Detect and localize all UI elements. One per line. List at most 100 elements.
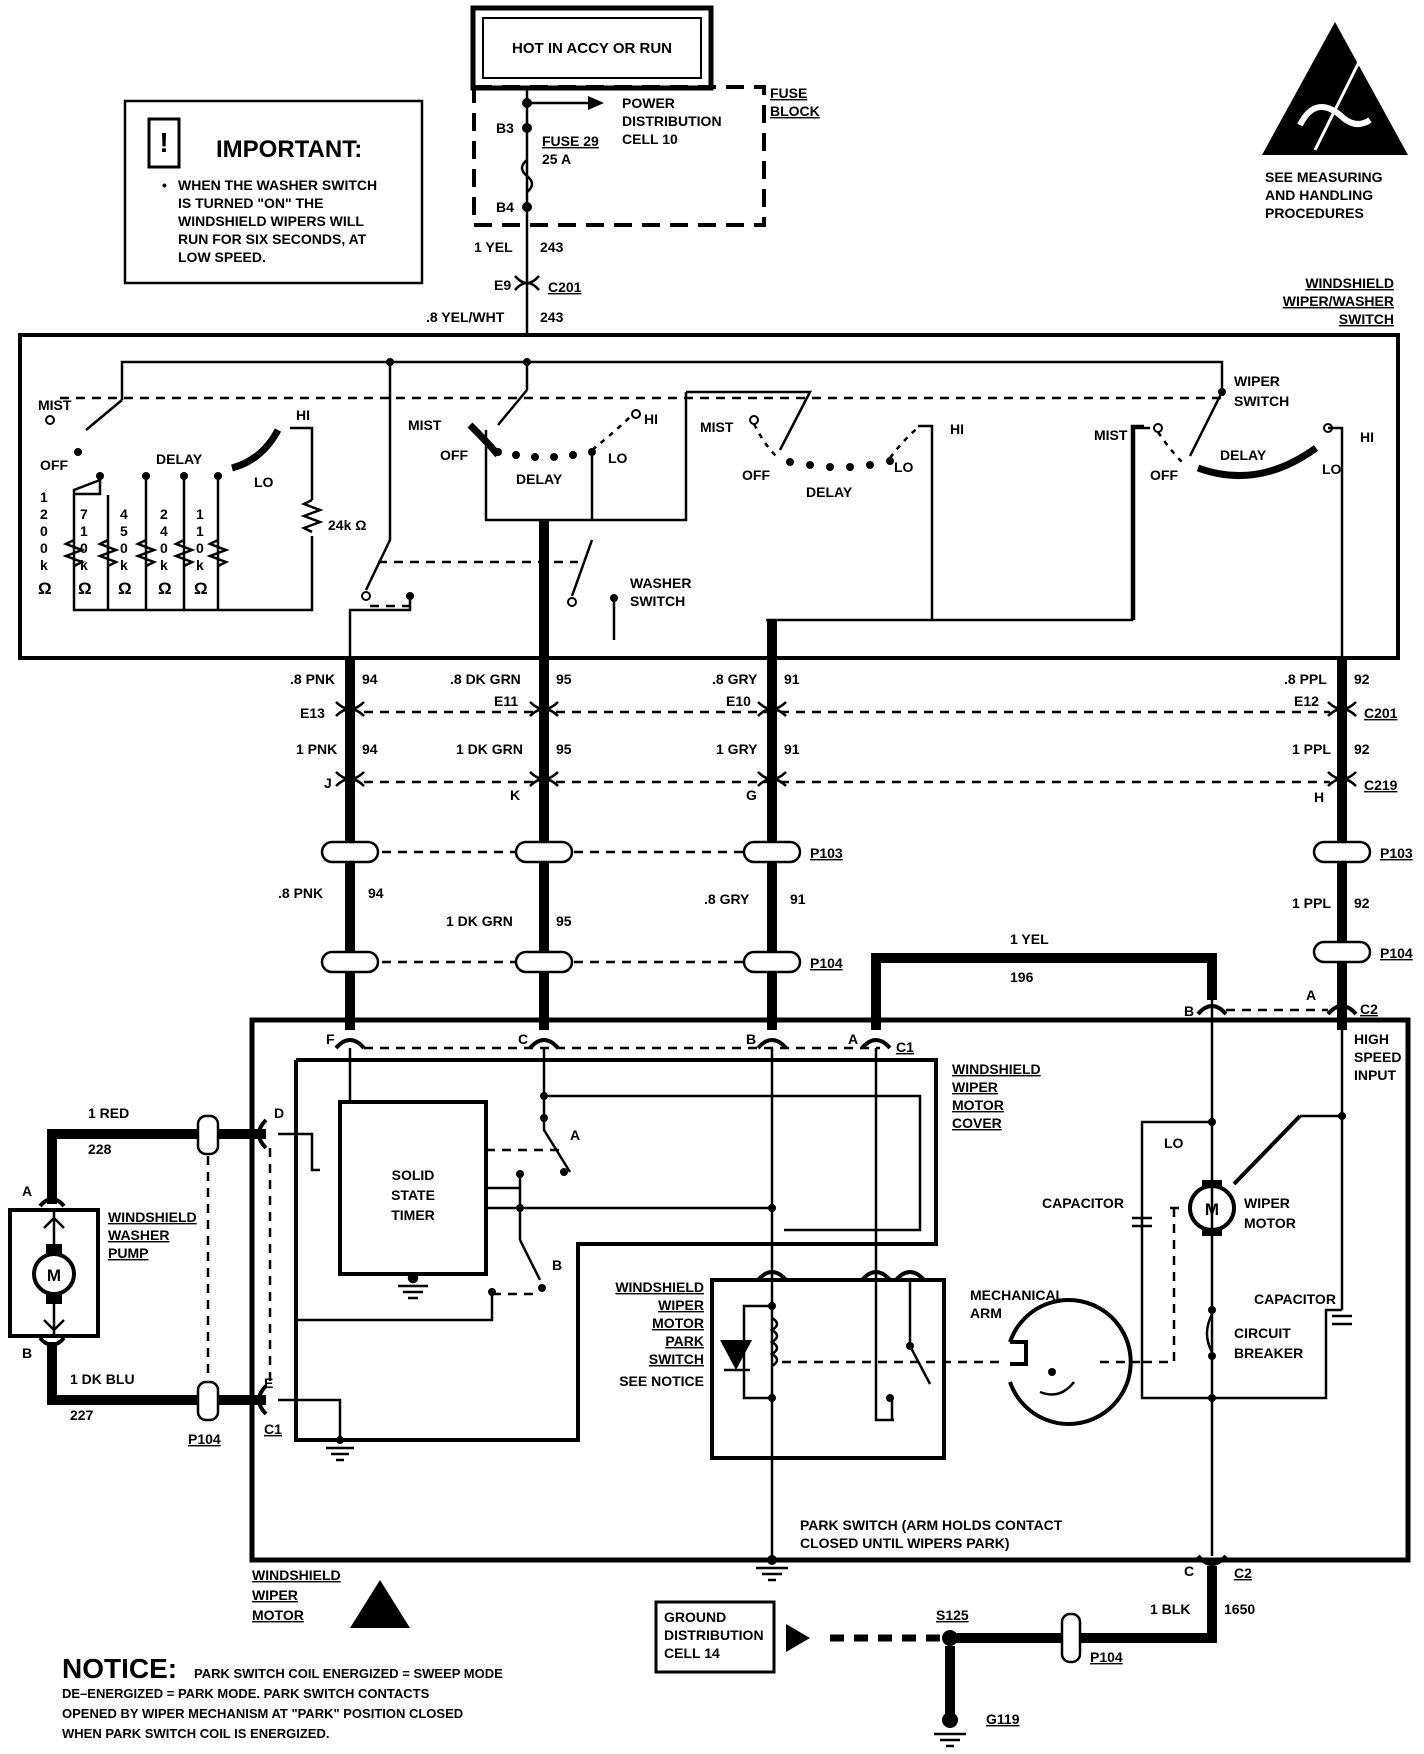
fuse-pin-b3: B3 (496, 120, 514, 136)
motor-label-2: WIPER (252, 1587, 298, 1603)
svg-text:1: 1 (196, 523, 204, 539)
wire-pnk-mid-circuit: 94 (362, 741, 378, 757)
motor-cover-box (294, 1058, 938, 1442)
ground-c2: C2 (1234, 1565, 1252, 1581)
ground-distribution-box (654, 1600, 776, 1674)
svg-text:7: 7 (80, 506, 88, 522)
svg-text:k: k (196, 557, 204, 573)
c1-label: C1 (896, 1039, 914, 1055)
svg-text:0: 0 (40, 540, 48, 556)
sw4-mist: MIST (1094, 427, 1128, 443)
park-label-5: SWITCH (649, 1351, 704, 1367)
park-text-2: CLOSED UNTIL WIPERS PARK) (800, 1535, 1010, 1551)
mech-arm-1: MECHANICAL (970, 1287, 1065, 1303)
svg-text:Ω: Ω (194, 579, 208, 598)
important-title: IMPORTANT: (216, 136, 362, 163)
p103-grommets (320, 840, 1372, 864)
motor-pin-f: F (326, 1031, 335, 1047)
svg-text:k: k (160, 557, 168, 573)
washer-p104-grommets (196, 1114, 220, 1422)
washer-pin-d: D (274, 1105, 284, 1121)
c219-pin-pnk: J (324, 775, 332, 791)
p104-label-a: P104 (810, 955, 843, 971)
relay-b: B (552, 1257, 562, 1273)
c2-pin-a: A (1306, 987, 1316, 1003)
wire-ppl-low-color: 1 PPL (1292, 895, 1331, 911)
sw1-lo: LO (254, 474, 274, 490)
red-color: 1 RED (88, 1105, 129, 1121)
notice-title: NOTICE: (62, 1653, 177, 1684)
p103-label-b: P103 (1380, 845, 1413, 861)
svg-text:1: 1 (196, 506, 204, 522)
wire-dkgrn-low-color: 1 DK GRN (446, 913, 513, 929)
c2-label: C2 (1360, 1001, 1378, 1017)
svg-text:Ω: Ω (118, 579, 132, 598)
svg-text:4: 4 (160, 523, 168, 539)
svg-text:k: k (40, 557, 48, 573)
p103-label-a: P103 (810, 845, 843, 861)
ground-id: G119 (986, 1711, 1020, 1727)
splice-label: S125 (936, 1607, 969, 1623)
wire-dkgrn-circuit: 95 (556, 671, 572, 687)
wire-dkgrn-low-circuit: 95 (556, 913, 572, 929)
park-label-2: WIPER (658, 1297, 704, 1313)
sw4-lo: LO (1322, 461, 1342, 477)
cover-label-2: WIPER (952, 1079, 998, 1095)
power-dist-3: CELL 10 (622, 131, 678, 147)
cover-label-4: COVER (952, 1115, 1002, 1131)
motor-symbol: M (1205, 1200, 1219, 1219)
high-speed-3: INPUT (1354, 1067, 1396, 1083)
blk-color: 1 BLK (1150, 1601, 1190, 1617)
sw3-delay: DELAY (806, 484, 853, 500)
important-line-1: WHEN THE WASHER SWITCH (178, 177, 377, 193)
washer-c1: C1 (264, 1421, 282, 1437)
svg-text:0: 0 (40, 523, 48, 539)
washer-pin-e: E (264, 1375, 273, 1391)
cover-label-1: WINDSHIELD (952, 1061, 1041, 1077)
wiper-switch-2: SWITCH (1234, 393, 1289, 409)
notice-line-2: DE–ENERGIZED = PARK MODE. PARK SWITCH CO… (62, 1686, 430, 1701)
power-dist-1: POWER (622, 95, 675, 111)
c2-pin-b: B (1184, 1003, 1194, 1019)
park-switch-box (710, 1278, 946, 1460)
svg-text:0: 0 (160, 540, 168, 556)
feed-upper-color: 1 YEL (474, 239, 513, 255)
circuit-breaker-1: CIRCUIT (1234, 1325, 1291, 1341)
blu-color: 1 DK BLU (70, 1371, 135, 1387)
ground-dist-arrow (786, 1624, 810, 1652)
wire-ppl-circuit: 92 (1354, 671, 1370, 687)
lo-label: LO (1164, 1135, 1184, 1151)
motor-label-3: MOTOR (252, 1607, 304, 1623)
sw3-mist: MIST (700, 419, 734, 435)
washer-pin-b: B (22, 1345, 32, 1361)
sw1-resistor-24k: 24k Ω (328, 517, 366, 533)
resistor-values: 1 2 0 0 k Ω 7 1 0 k Ω 4 5 0 k Ω 2 4 0 k … (38, 489, 208, 598)
ground-dist-1: GROUND (664, 1609, 726, 1625)
wire-gry-circuit: 91 (784, 671, 800, 687)
important-line-4: RUN FOR SIX SECONDS, AT (178, 231, 367, 247)
washer-label-1: WINDSHIELD (108, 1209, 197, 1225)
svg-text:1: 1 (80, 523, 88, 539)
wiper-motor-2: MOTOR (1244, 1215, 1296, 1231)
motor-pin-b: B (746, 1031, 756, 1047)
ground-dist-3: CELL 14 (664, 1645, 720, 1661)
c201-pin-ppl: E12 (1294, 693, 1319, 709)
svg-text:Ω: Ω (38, 579, 52, 598)
svg-text:k: k (120, 557, 128, 573)
feed-upper-circuit: 243 (540, 239, 564, 255)
washer-switch-1: WASHER (630, 575, 691, 591)
washer-label-2: WASHER (108, 1227, 169, 1243)
feed-lower-circuit: 243 (540, 309, 564, 325)
notice-line-1: PARK SWITCH COIL ENERGIZED = SWEEP MODE (194, 1666, 503, 1681)
c201-pin-dkgrn: E11 (494, 693, 518, 709)
wire-gry-mid-color: 1 GRY (716, 741, 758, 757)
wire-dkgrn-mid-color: 1 DK GRN (456, 741, 523, 757)
ground-p104-grommet (1060, 1612, 1082, 1664)
svg-text:Ω: Ω (78, 579, 92, 598)
motor-label-1: WINDSHIELD (252, 1567, 341, 1583)
red-circuit: 228 (88, 1141, 112, 1157)
c219-pin-dkgrn: K (510, 787, 520, 803)
wire-dkblu-227 (47, 1342, 266, 1405)
exclamation-icon (147, 117, 181, 169)
sw1-delay: DELAY (156, 451, 203, 467)
